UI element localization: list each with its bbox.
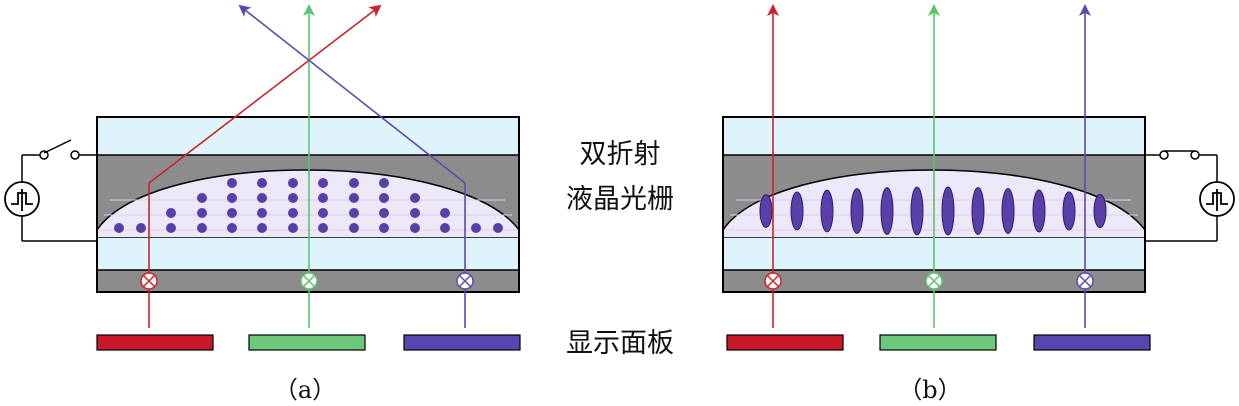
ac-source-icon: [1199, 181, 1235, 217]
display-panel-label: 显示面板: [566, 328, 674, 359]
lc-molecule-dot: [440, 223, 450, 233]
lc-molecules-ellipses: [759, 186, 1107, 236]
lc-molecule-dot: [114, 223, 124, 233]
lc-molecule-dot: [493, 223, 503, 233]
lc-molecule-ellipse: [820, 189, 834, 233]
lc-molecule-ellipse: [1093, 193, 1107, 229]
lc-molecule-dot: [288, 223, 298, 233]
lc-molecule-dot: [379, 223, 389, 233]
lc-molecule-dot: [257, 178, 267, 188]
grating-label-line2: 液晶光栅: [566, 184, 674, 215]
ac-source-icon: [4, 181, 40, 217]
cross-circle-icon: [764, 272, 782, 290]
green-pixel: [879, 334, 997, 351]
lc-molecule-ellipse: [1032, 189, 1046, 233]
lc-molecule-dot: [227, 178, 237, 188]
lc-molecule-ellipse: [759, 194, 773, 228]
blue-light-ray: [238, 4, 466, 184]
lc-lens: [96, 169, 520, 239]
lc-molecule-dot: [349, 178, 359, 188]
blue-pixel: [1033, 334, 1151, 351]
lc-molecule-dot: [257, 208, 267, 218]
lc-molecule-dot: [227, 223, 237, 233]
cross-circle-icon: [456, 272, 474, 290]
lc-molecule-dot: [471, 223, 481, 233]
lc-molecule-dot: [288, 193, 298, 203]
lc-molecule-dot: [410, 223, 420, 233]
lc-molecule-dot: [166, 223, 176, 233]
lc-molecule-dot: [288, 208, 298, 218]
lc-molecule-ellipse: [1001, 187, 1015, 235]
lc-molecule-ellipse: [941, 186, 955, 236]
lc-molecule-ellipse: [910, 186, 924, 236]
lc-molecule-dot: [379, 193, 389, 203]
circuit-a: [21, 139, 97, 242]
lc-molecules-dots: [114, 178, 503, 233]
lc-molecule-dot: [197, 223, 207, 233]
lc-molecule-dot: [257, 193, 267, 203]
cross-circle-icon: [140, 272, 158, 290]
lc-molecule-dot: [197, 193, 207, 203]
lc-molecule-dot: [318, 208, 328, 218]
lc-molecule-dot: [257, 223, 267, 233]
lc-molecule-dot: [349, 193, 359, 203]
circuit-b: [1145, 150, 1218, 242]
lc-molecule-ellipse: [880, 187, 894, 235]
display-panel-pixels: [96, 334, 1151, 351]
lc-molecule-dot: [318, 193, 328, 203]
lc-molecule-ellipse: [1062, 191, 1076, 231]
cross-circle-icon: [300, 272, 318, 290]
cross-circle-icon: [925, 272, 943, 290]
panel-a: [4, 4, 520, 328]
lc-molecule-dot: [227, 193, 237, 203]
subfigure-b-label: （b）: [898, 376, 961, 404]
lc-molecule-ellipse: [850, 188, 864, 234]
grating-label-line1: 双折射: [580, 139, 661, 170]
blue-pixel: [403, 334, 521, 351]
lc-molecule-dot: [410, 208, 420, 218]
cell-outline: [96, 116, 520, 293]
lc-molecule-dot: [227, 208, 237, 218]
lc-molecule-dot: [379, 208, 389, 218]
panel-b: [722, 4, 1235, 328]
lc-molecule-dot: [440, 208, 450, 218]
cross-circle-icon: [1076, 272, 1094, 290]
lc-molecule-dot: [318, 178, 328, 188]
lc-molecule-dot: [318, 223, 328, 233]
lc-molecule-dot: [349, 208, 359, 218]
red-light-ray: [148, 4, 382, 184]
lower-glass: [97, 238, 519, 270]
lc-molecule-dot: [197, 208, 207, 218]
red-pixel: [726, 334, 844, 351]
switch-icon: [43, 139, 72, 154]
lc-molecule-dot: [349, 223, 359, 233]
lc-molecule-ellipse: [790, 191, 804, 231]
green-pixel: [248, 334, 366, 351]
lc-molecule-dot: [136, 223, 146, 233]
lc-molecule-dot: [288, 178, 298, 188]
lc-molecule-dot: [410, 193, 420, 203]
subfigure-a-label: （a）: [274, 376, 336, 404]
red-pixel: [96, 334, 214, 351]
lc-molecule-dot: [379, 178, 389, 188]
lc-molecule-ellipse: [971, 187, 985, 235]
lc-molecule-dot: [166, 208, 176, 218]
